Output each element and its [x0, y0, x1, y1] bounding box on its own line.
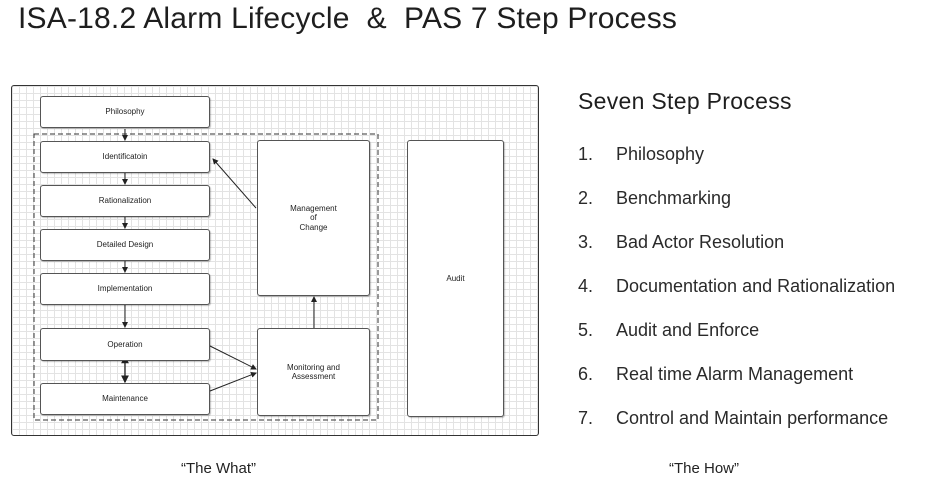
implementation-label: Implementation: [97, 284, 153, 294]
maintenance-box: Maintenance: [40, 383, 210, 415]
identification-label: Identificatoin: [102, 152, 148, 162]
arrow-maintenance-monitoring: [209, 372, 257, 392]
monitoring-label-line2: Assessment: [291, 372, 336, 381]
arrow-operation-monitoring: [209, 345, 257, 370]
step-number: 4.: [578, 276, 594, 296]
rationalization-box: Rationalization: [40, 185, 210, 217]
rationalization-label: Rationalization: [98, 196, 152, 206]
implementation-box: Implementation: [40, 273, 210, 305]
alarm-lifecycle-diagram: Philosophy Identificatoin Rationalizatio…: [11, 85, 539, 436]
step-text: Philosophy: [616, 144, 705, 164]
seven-step-title: Seven Step Process: [578, 88, 792, 114]
page-title: ISA-18.2 Alarm Lifecycle & PAS 7 Step Pr…: [18, 2, 678, 35]
audit-box: Audit: [407, 140, 504, 417]
step-text: Control and Maintain performance: [616, 408, 889, 428]
audit-label: Audit: [446, 273, 465, 283]
step-number: 1.: [578, 144, 594, 164]
step-number: 2.: [578, 188, 594, 208]
moc-label-line1: Management: [290, 204, 337, 214]
detailed-design-box: Detailed Design: [40, 229, 210, 261]
monitoring-assessment-box: Monitoring and Assessment: [257, 328, 370, 416]
step-text: Real time Alarm Management: [616, 364, 854, 384]
arrow-moc-identification: [212, 158, 257, 209]
step-number: 3.: [578, 232, 594, 252]
detailed-design-label: Detailed Design: [96, 240, 154, 250]
step-text: Audit and Enforce: [616, 320, 760, 340]
step-number: 6.: [578, 364, 594, 384]
caption-the-how: “The How”: [669, 460, 740, 477]
step-text: Benchmarking: [616, 188, 732, 208]
moc-label-line3: Change: [299, 222, 328, 232]
maintenance-label: Maintenance: [102, 394, 148, 404]
caption-the-what: “The What”: [181, 460, 257, 477]
lifecycle-boundary: [33, 133, 379, 421]
operation-box: Operation: [40, 328, 210, 361]
step-number: 5.: [578, 320, 594, 340]
identification-box: Identificatoin: [40, 141, 210, 173]
management-of-change-box: Management of Change: [257, 140, 370, 296]
moc-label-line2: of: [310, 213, 317, 223]
diagram-connectors: [33, 129, 379, 421]
operation-label: Operation: [107, 339, 143, 349]
step-text: Bad Actor Resolution: [616, 232, 785, 252]
philosophy-label: Philosophy: [105, 107, 145, 117]
step-text: Documentation and Rationalization: [616, 276, 896, 296]
step-number: 7.: [578, 408, 594, 428]
monitoring-label-line1: Monitoring and: [287, 362, 340, 372]
philosophy-box: Philosophy: [40, 96, 210, 128]
